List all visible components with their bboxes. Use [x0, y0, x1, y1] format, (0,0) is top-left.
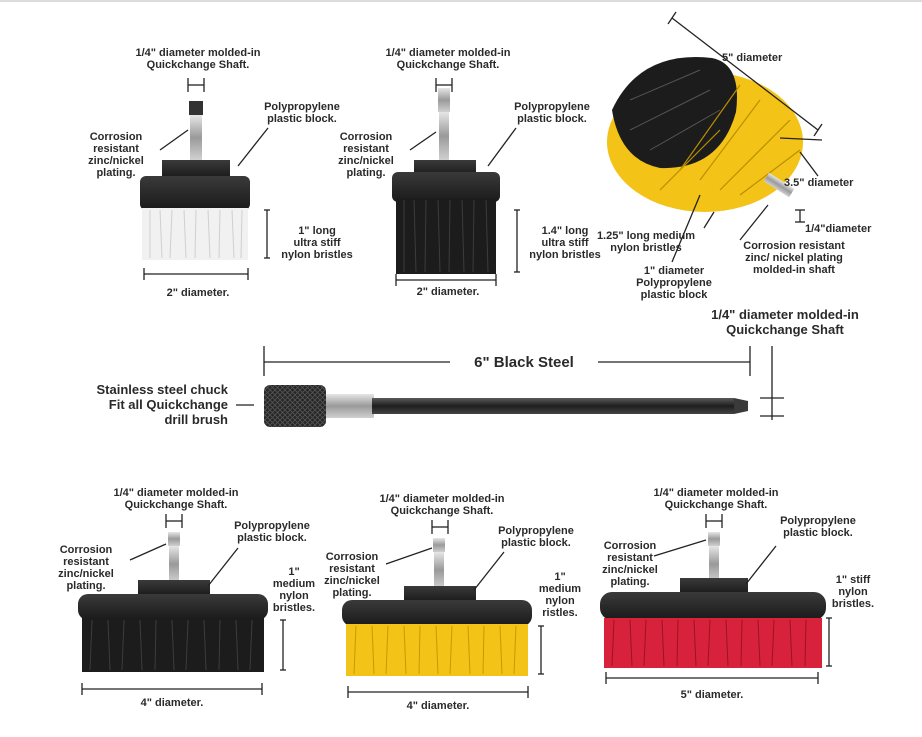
- brush-bottom-middle-yellow: [342, 520, 544, 698]
- bm-block-label: Polypropylene plastic block.: [498, 525, 574, 549]
- brush-top-left-white: [140, 78, 270, 280]
- ext-chuck-label: Stainless steel chuck Fit all Quickchang…: [96, 382, 228, 427]
- tm-bristles-label: 1.4" long ultra stiff nylon bristles: [529, 225, 601, 261]
- br-block-label: Polypropylene plastic block.: [780, 515, 856, 539]
- br-bristles-label: 1" stiff nylon bristles.: [831, 574, 875, 610]
- bl-block-label: Polypropylene plastic block.: [234, 520, 310, 544]
- brush-top-middle-black: [392, 78, 520, 286]
- bl-shaft-label: 1/4" diameter molded-in Quickchange Shaf…: [113, 487, 239, 511]
- tr-diameter-5-label: 5" diameter: [722, 52, 783, 64]
- ext-length-label: 6" Black Steel: [474, 354, 574, 371]
- tr-diameter-35-label: 3.5" diameter: [784, 177, 854, 189]
- bl-diameter-label: 4" diameter.: [140, 697, 204, 709]
- bm-bristles-label: 1" medium nylon ristles.: [538, 571, 582, 619]
- br-shaft-label: 1/4" diameter molded-in Quickchange Shaf…: [653, 487, 779, 511]
- tm-diameter-label: 2" diameter.: [416, 286, 480, 298]
- brush-bottom-right-red: [600, 514, 832, 684]
- br-diameter-label: 5" diameter.: [680, 689, 744, 701]
- brush-top-right-drum: [607, 11, 823, 263]
- tm-block-label: Polypropylene plastic block.: [514, 101, 590, 125]
- tl-bristles-label: 1" long ultra stiff nylon bristles: [281, 225, 353, 261]
- tm-shaft-label: 1/4" diameter molded-in Quickchange Shaf…: [385, 47, 511, 71]
- tr-block-label: 1" diameter Polypropylene plastic block: [636, 265, 712, 301]
- bm-corrosion-label: Corrosion resistant zinc/nickel plating.: [324, 551, 380, 599]
- tr-bristles-label: 1.25" long medium nylon bristles: [596, 230, 696, 254]
- br-corrosion-label: Corrosion resistant zinc/nickel plating.: [602, 540, 658, 588]
- tl-diameter-label: 2" diameter.: [166, 287, 230, 299]
- tl-shaft-label: 1/4" diameter molded-in Quickchange Shaf…: [135, 47, 261, 71]
- ext-shaft-label: 1/4" diameter molded-in Quickchange Shaf…: [711, 307, 859, 337]
- extension-bar: [236, 346, 784, 427]
- tr-corrosion-label: Corrosion resistant zinc/ nickel plating…: [743, 240, 845, 276]
- tl-corrosion-label: Corrosion resistant zinc/nickel plating.: [88, 131, 144, 179]
- tl-block-label: Polypropylene plastic block.: [264, 101, 340, 125]
- brush-bottom-left-black: [78, 514, 286, 695]
- bm-shaft-label: 1/4" diameter molded-in Quickchange Shaf…: [379, 493, 505, 517]
- bm-diameter-label: 4" diameter.: [406, 700, 470, 712]
- tm-corrosion-label: Corrosion resistant zinc/nickel plating.: [338, 131, 394, 179]
- bl-corrosion-label: Corrosion resistant zinc/nickel plating.: [58, 544, 114, 592]
- bl-bristles-label: 1" medium nylon bristles.: [272, 566, 316, 614]
- tr-diameter-14-label: 1/4"diameter: [805, 223, 872, 235]
